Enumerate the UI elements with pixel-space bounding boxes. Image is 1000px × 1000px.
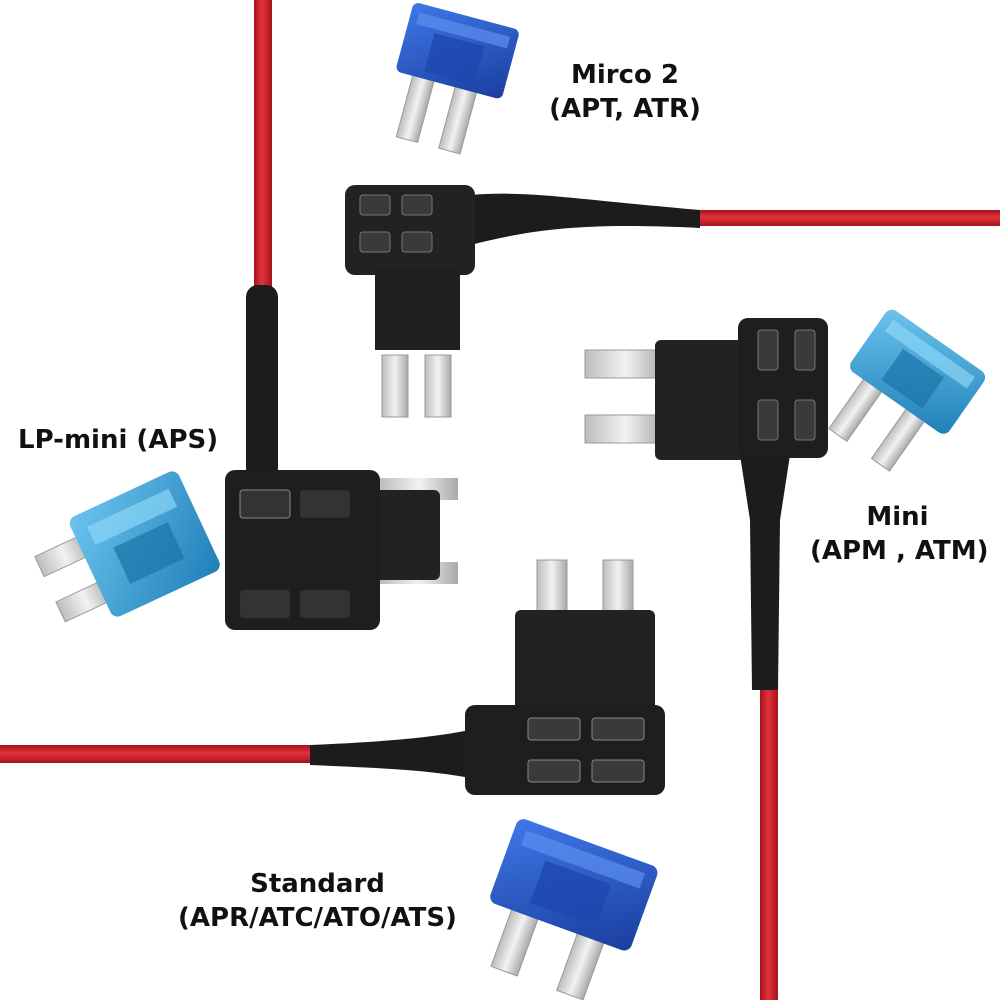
blue-standard-fuse-icon [490,819,658,1000]
lp-mini-label-line1: LP-mini (APS) [18,425,219,455]
blue-micro2-fuse-icon [395,3,519,155]
light-blue-lp-mini-fuse-icon [34,471,220,623]
standard-fuse-tap-holder [310,559,665,795]
mini-label-line2: (APM , ATM) [810,536,989,566]
micro2-label: Mirco 2 (APT, ATR) [540,58,710,126]
wire-right-upper [700,210,1000,226]
standard-label: Standard (APR/ATC/ATO/ATS) [175,867,460,935]
light-blue-mini-fuse-icon [828,309,986,472]
standard-label-line1: Standard [250,869,385,899]
wire-top [254,0,272,290]
lp-mini-fuse-tap-holder [225,285,458,630]
micro2-fuse-tap-holder [345,185,700,418]
micro2-label-line1: Mirco 2 [570,60,680,90]
micro2-label-line2: (APT, ATR) [549,94,701,124]
mini-fuse-tap-holder [584,318,828,690]
wire-left-lower [0,745,330,763]
lp-mini-label: LP-mini (APS) [18,423,218,457]
standard-label-line2: (APR/ATC/ATO/ATS) [178,903,457,933]
mini-label: Mini (APM , ATM) [810,500,989,568]
wire-right-lower [760,680,778,1000]
mini-label-line1: Mini [866,502,929,532]
